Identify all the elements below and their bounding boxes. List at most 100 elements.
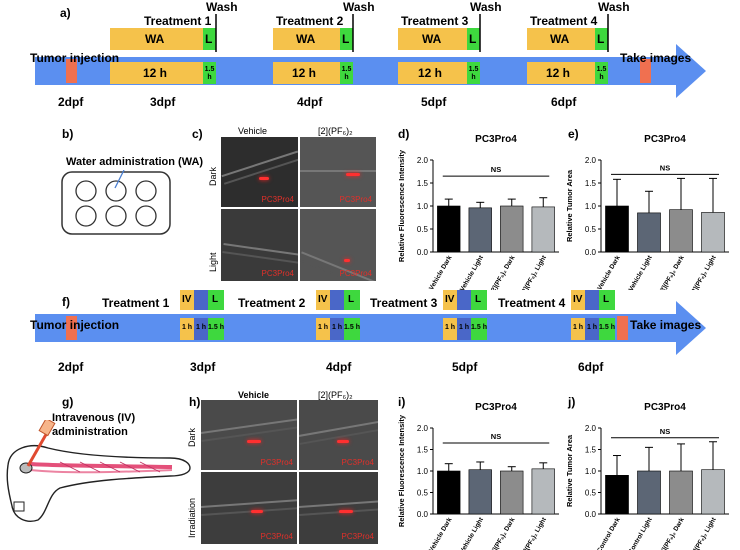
- y-tick-label: 0.0: [585, 510, 597, 519]
- micrograph-c-vehicle-dark: PC3Pro4: [221, 137, 298, 207]
- x-tick-label: [2](PF₆)₂ Light: [690, 516, 719, 550]
- wash-label-1: Wash: [206, 0, 238, 14]
- c-tag-4: PC3Pro4: [339, 269, 372, 278]
- bar: [531, 468, 555, 515]
- wash-label-2: Wash: [343, 0, 375, 14]
- h-tag-1: PC3Pro4: [260, 458, 293, 467]
- bar: [468, 469, 492, 515]
- f-1h-a-3: 1 h: [444, 324, 456, 331]
- f-15h-1: 1.5 h: [208, 324, 224, 331]
- l-label-f-1: L: [212, 294, 219, 305]
- treatment-4-label-f: Treatment 4: [498, 296, 566, 310]
- y-tick-label: 1.5: [417, 446, 429, 455]
- timeline-f-treatment-2: [316, 290, 360, 340]
- panel-label-b: b): [62, 127, 74, 141]
- day-4dpf-f: 4dpf: [326, 360, 352, 374]
- f-15h-3: 1.5 h: [471, 324, 487, 331]
- hours-label-2: 12 h: [292, 66, 317, 80]
- significance-label: NS: [660, 163, 670, 172]
- light-hours-a-3: 1.5 h: [468, 66, 479, 81]
- y-axis-label: Relative Fluorescence Intensity: [397, 414, 406, 527]
- c-tag-3: PC3Pro4: [261, 269, 294, 278]
- c-row-light: Light: [208, 252, 218, 272]
- wa-label-4: WA: [550, 32, 570, 46]
- l-label-f-3: L: [475, 294, 482, 305]
- y-tick-label: 0.5: [417, 489, 429, 498]
- c-col-vehicle: Vehicle: [238, 126, 268, 136]
- timeline-a-treatment-2: [273, 14, 354, 84]
- iv-caption-2: administration: [52, 426, 128, 438]
- take-images-label-a: Take images: [620, 51, 692, 65]
- x-tick-label: [2](PF₆)₂ Dark: [489, 254, 517, 290]
- x-tick-label: Vehicle Dark: [596, 254, 622, 290]
- y-tick-label: 1.0: [417, 202, 429, 211]
- light-hours-a-4: 1.5 h: [596, 66, 607, 81]
- y-tick-label: 2.0: [417, 424, 429, 433]
- timeline-f: [35, 290, 706, 355]
- treatment-4-label-a: Treatment 4: [530, 14, 598, 28]
- panel-label-a: a): [60, 6, 71, 20]
- day-2dpf-f: 2dpf: [58, 360, 84, 374]
- y-tick-label: 2.0: [585, 424, 597, 433]
- f-15h-4: 1.5 h: [599, 324, 615, 331]
- timeline-f-treatment-1: [180, 290, 224, 340]
- iv-label-2: IV: [318, 294, 328, 305]
- iv-label-4: IV: [573, 294, 583, 305]
- bar: [637, 470, 661, 515]
- chart-title: PC3Pro4: [475, 402, 517, 413]
- micrograph-c-vehicle-light: PC3Pro4: [221, 209, 298, 281]
- bar: [605, 475, 629, 515]
- significance-label: NS: [660, 427, 670, 436]
- hours-label-3: 12 h: [418, 66, 443, 80]
- timeline-f-treatment-4: [571, 290, 615, 340]
- x-tick-label: [2](PF₆)₂ Light: [520, 254, 549, 290]
- l-label-a-4: L: [597, 32, 605, 46]
- micrograph-h-compound-irradiation: PC3Pro4: [299, 472, 378, 544]
- l-label-a-2: L: [342, 32, 350, 46]
- l-label-f-2: L: [348, 294, 355, 305]
- wa-label-3: WA: [422, 32, 442, 46]
- l-label-a-3: L: [469, 32, 477, 46]
- x-tick-label: Vehicle Dark: [428, 516, 454, 550]
- day-5dpf-a: 5dpf: [421, 95, 447, 109]
- wa-label-2: WA: [296, 32, 316, 46]
- timeline-a-treatment-3: [398, 14, 481, 84]
- zebrafish-larva-icon: [6, 420, 191, 522]
- panel-label-g: g): [62, 395, 74, 409]
- h-col-compound: [2](PF₆)₂: [318, 390, 353, 400]
- wa-label-1: WA: [145, 32, 165, 46]
- f-1h-b-2: 1 h: [331, 324, 343, 331]
- y-tick-label: 1.0: [585, 467, 597, 476]
- y-tick-label: 0.5: [585, 489, 597, 498]
- significance-label: NS: [491, 165, 501, 174]
- panel-label-j: j): [568, 395, 576, 409]
- h-tag-2: PC3Pro4: [341, 458, 374, 467]
- bar: [531, 206, 555, 253]
- y-axis-label: Relative Fluorescence Intensity: [397, 149, 406, 262]
- c-tag-2: PC3Pro4: [339, 195, 372, 204]
- f-15h-2: 1.5 h: [344, 324, 360, 331]
- c-tag-1: PC3Pro4: [261, 195, 294, 204]
- l-label-a-1: L: [205, 32, 213, 46]
- treatment-3-label-f: Treatment 3: [370, 296, 438, 310]
- panel-label-f: f): [62, 295, 70, 309]
- timeline-a-treatment-1: [110, 14, 217, 84]
- panel-label-h: h): [189, 395, 201, 409]
- panel-label-d: d): [398, 127, 410, 141]
- timeline-f-treatment-3: [443, 290, 487, 340]
- f-1h-a-4: 1 h: [572, 324, 584, 331]
- timeline-a-treatment-4: [527, 14, 609, 84]
- treatment-3-label-a: Treatment 3: [401, 14, 469, 28]
- f-1h-a-2: 1 h: [317, 324, 329, 331]
- treatment-1-label-f: Treatment 1: [102, 296, 170, 310]
- micrograph-c-compound-dark: PC3Pro4: [300, 137, 376, 207]
- x-tick-label: Control Light: [627, 516, 654, 550]
- h-row-irradiation: Irradiation: [187, 497, 197, 538]
- f-1h-b-1: 1 h: [195, 324, 207, 331]
- y-tick-label: 0.0: [417, 510, 429, 519]
- day-6dpf-a: 6dpf: [551, 95, 577, 109]
- bar: [701, 212, 725, 253]
- timeline-a-injection-mark: [66, 59, 77, 83]
- tumor-injection-label-f: Tumor injection: [30, 318, 120, 332]
